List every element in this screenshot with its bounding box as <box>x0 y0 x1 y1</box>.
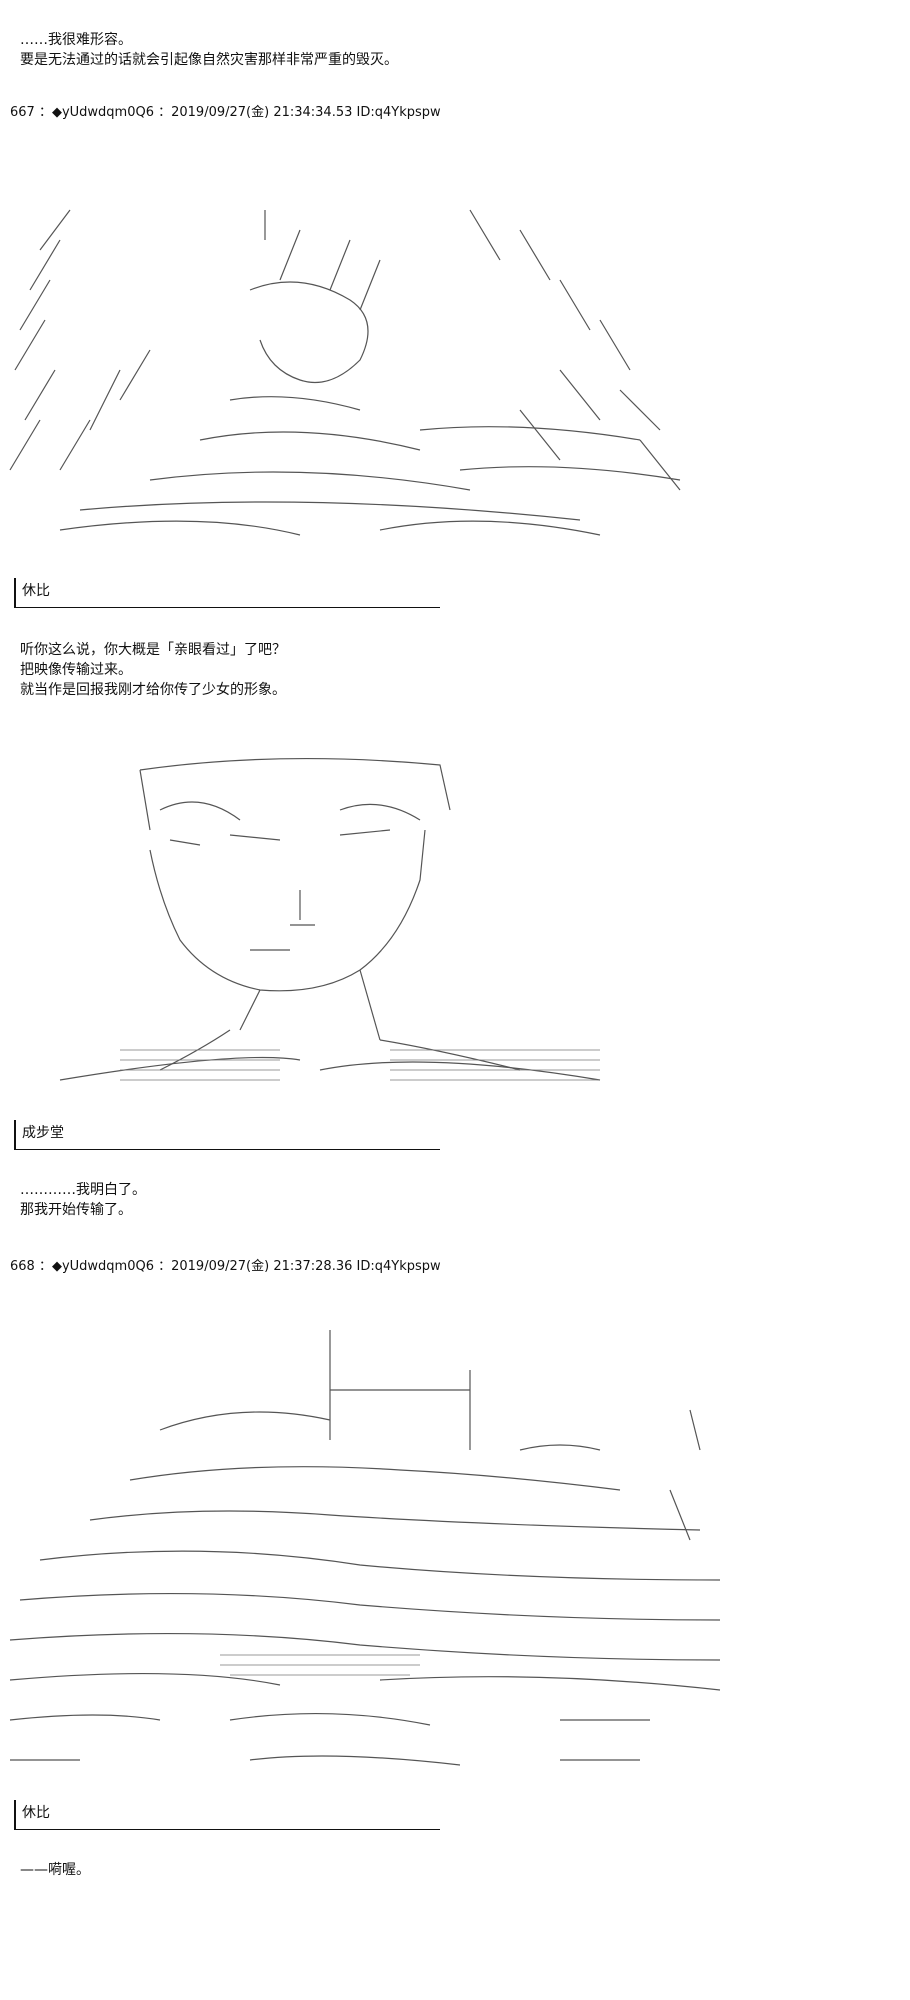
dialogue-line: 要是无法通过的话就会引起像自然灾害那样非常严重的毁灭。 <box>20 52 398 68</box>
speaker-label: 休比 <box>14 1800 440 1830</box>
dialogue-line: 听你这么说，你大概是「亲眼看过」了吧？ <box>20 642 286 658</box>
speaker-name: 休比 <box>22 583 50 599</box>
ascii-art-battle-scene <box>0 1320 730 1790</box>
speaker-name: 成步堂 <box>22 1125 64 1141</box>
ascii-art-storm-scene <box>0 170 700 555</box>
speaker-label: 成步堂 <box>14 1120 440 1150</box>
dialogue-line: ——嗬喔。 <box>20 1862 90 1878</box>
ascii-art-man-portrait <box>40 750 620 1095</box>
speaker-name: 休比 <box>22 1805 50 1821</box>
dialogue-line: 就当作是回报我刚才给你传了少女的形象。 <box>20 682 286 698</box>
speaker-label: 休比 <box>14 578 440 608</box>
dialogue-line: ……我很难形容。 <box>20 32 132 48</box>
post-header-668: 668 ：◆yUdwdqm0Q6 ：2019/09/27(金) 21:37:28… <box>10 1259 441 1274</box>
dialogue-line: 把映像传输过来。 <box>20 662 132 678</box>
dialogue-line: 那我开始传输了。 <box>20 1202 132 1218</box>
dialogue-line: …………我明白了。 <box>20 1182 146 1198</box>
post-header-667: 667 ：◆yUdwdqm0Q6 ：2019/09/27(金) 21:34:34… <box>10 105 441 120</box>
